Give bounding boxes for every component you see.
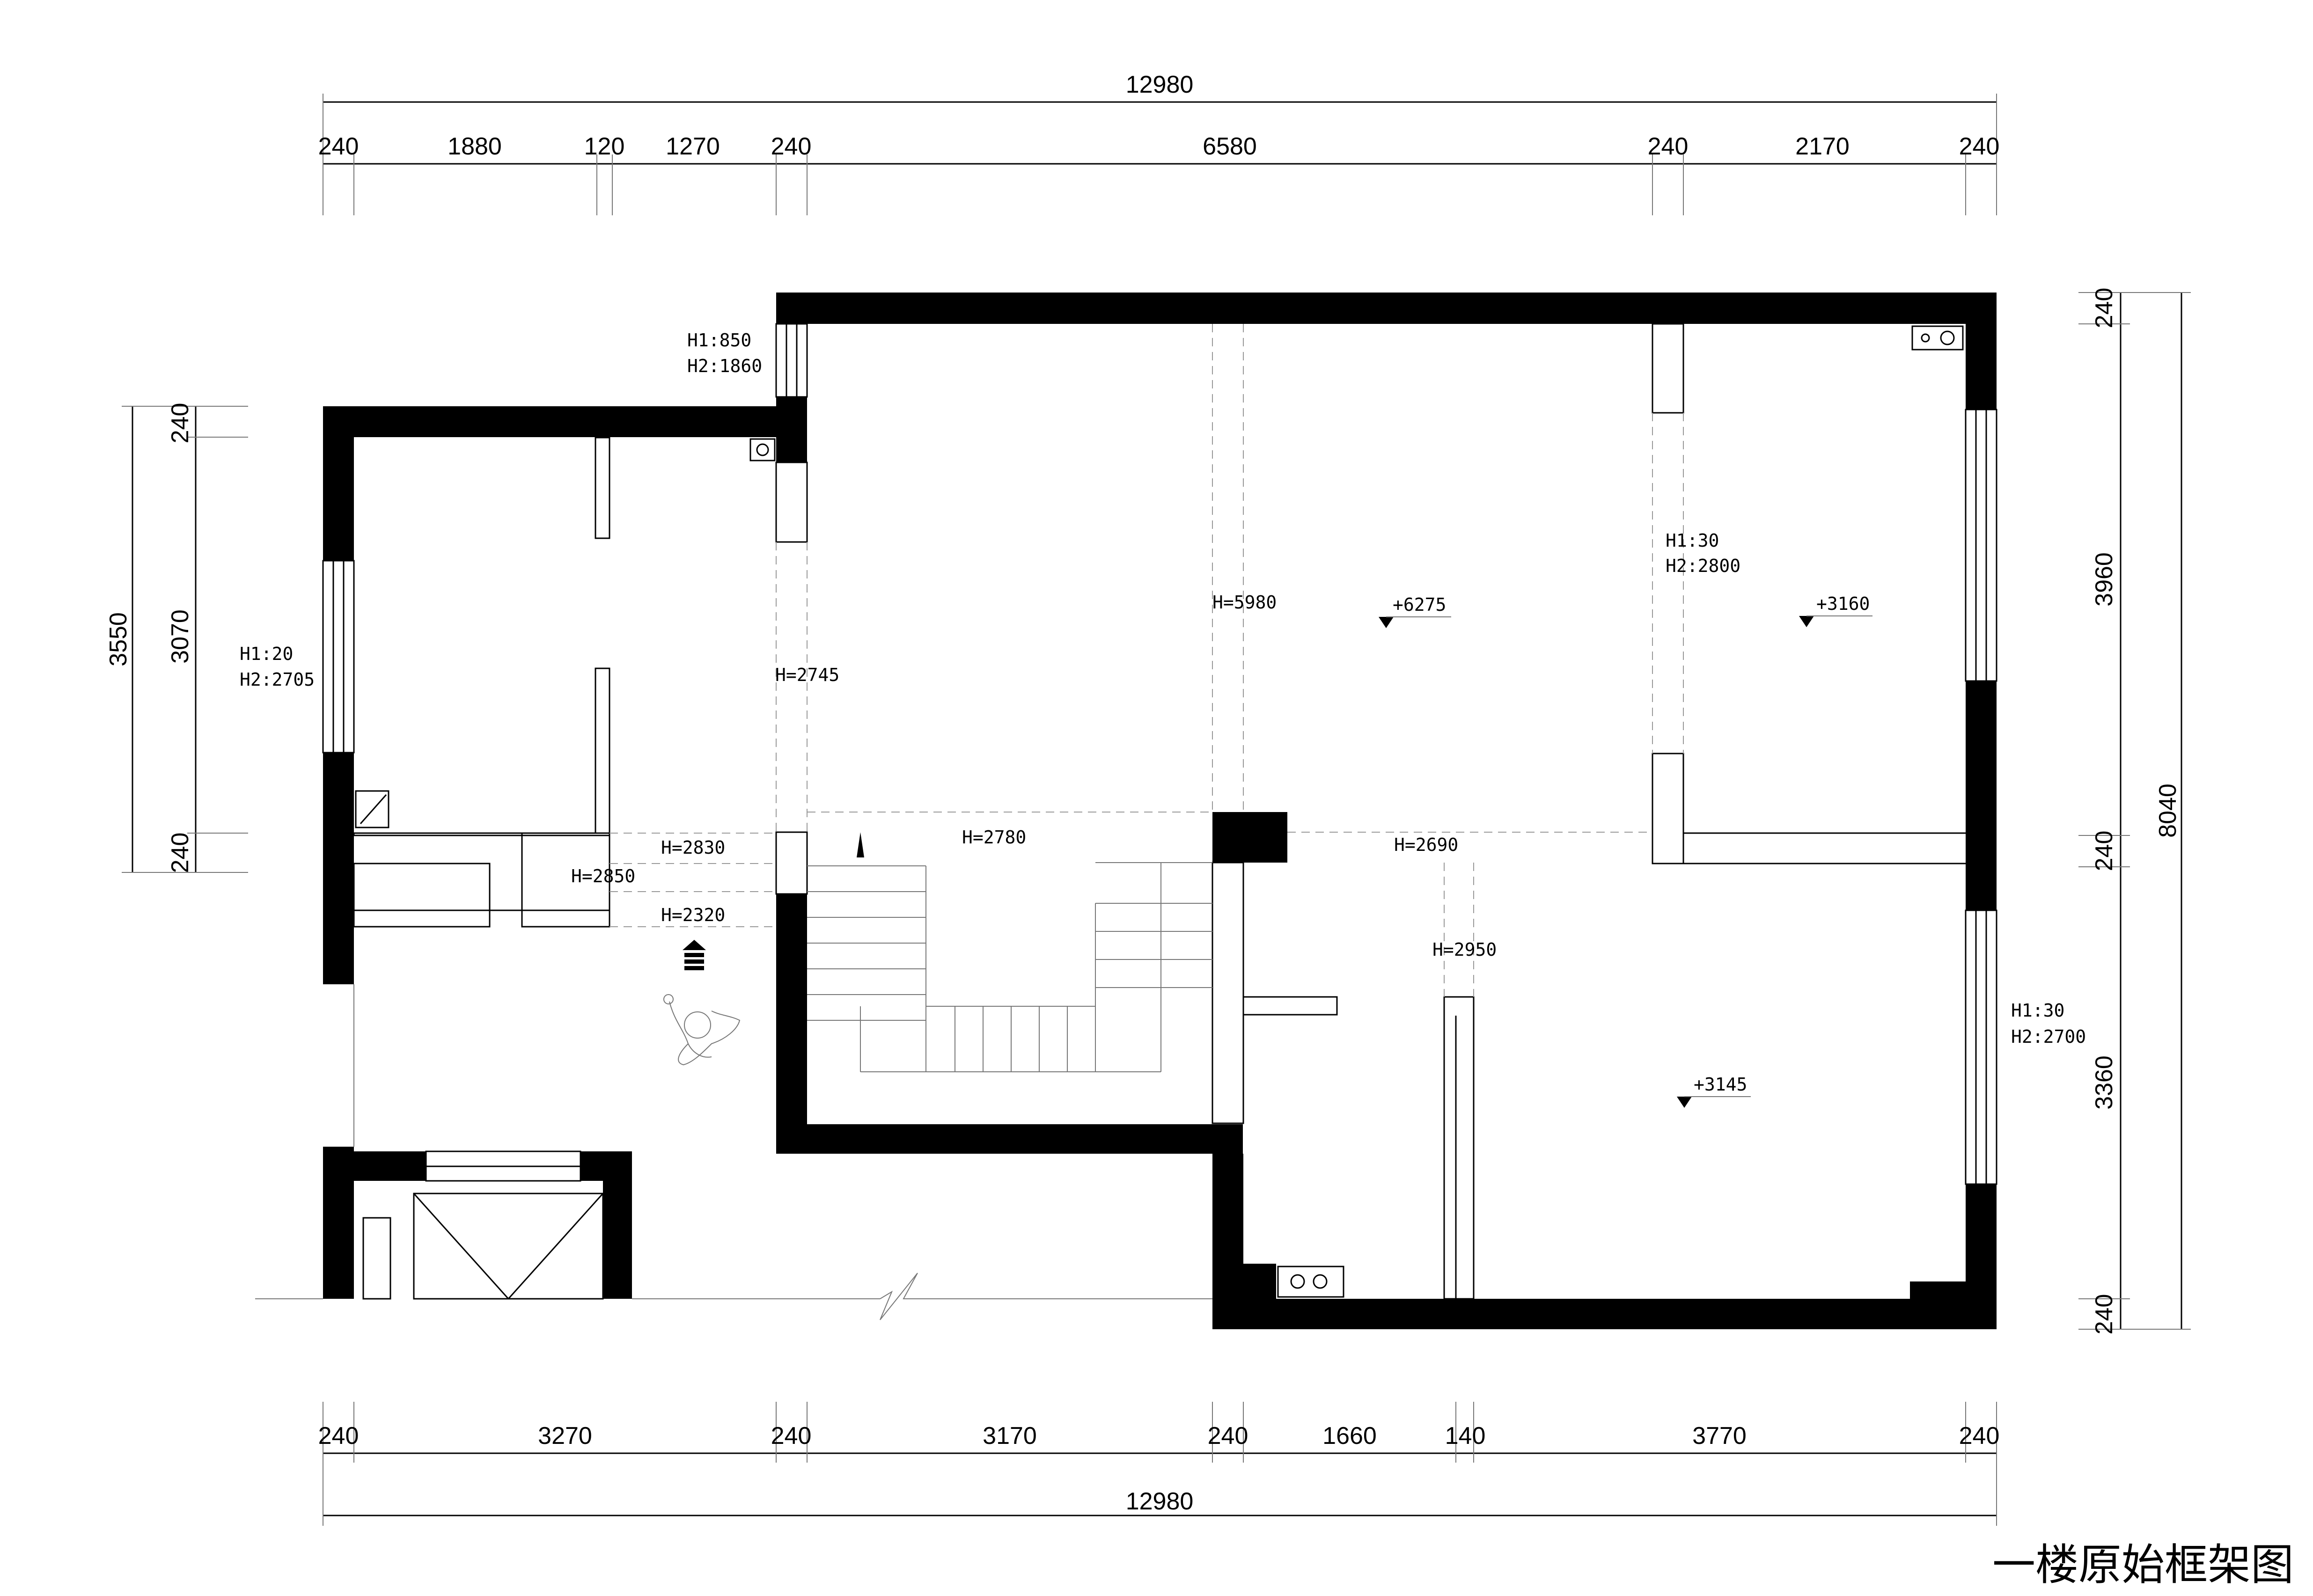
beam-height-label: H=2780 [962, 827, 1026, 848]
dim-bottom-total: 12980 [1126, 1488, 1194, 1515]
dim-bottom-seg: 240 [1208, 1422, 1248, 1450]
stair-direction-icon [857, 832, 864, 857]
drawing-title: 一楼原始框架图 [1992, 1540, 2294, 1590]
dim-bottom-seg: 3770 [1692, 1422, 1747, 1450]
dim-left-outer: 3550 [105, 612, 132, 666]
dim-top-seg: 1270 [666, 133, 720, 160]
window-left [322, 560, 355, 754]
drain-icon [749, 438, 776, 461]
dim-bottom-seg: 1660 [1322, 1422, 1377, 1450]
window-right-lower [1965, 909, 1997, 1185]
dim-bottom-seg: 240 [1959, 1422, 2000, 1450]
elevation-marker-icon [1379, 617, 1394, 628]
fixtures [663, 325, 1964, 1298]
elevation-label: +3160 [1816, 593, 1870, 614]
person-figure-icon [663, 994, 741, 1066]
walls [323, 293, 1997, 1329]
entrance-arrow-icon [683, 940, 706, 970]
window-note: H1:850 [687, 330, 751, 351]
window-note: H2:2800 [1666, 556, 1740, 576]
dim-right-inner: 3360 [2091, 1055, 2118, 1110]
bottom-dimension-chain: 240 3270 240 3170 240 1660 140 3770 240 … [318, 1402, 2000, 1526]
dim-right-inner: 240 [2091, 831, 2118, 871]
beam-height-label: H=2830 [661, 837, 725, 858]
dim-top-seg: 120 [584, 133, 625, 160]
dim-top-seg: 240 [1648, 133, 1689, 160]
right-dimension-chain: 240 3960 240 3360 240 8040 [2078, 288, 2191, 1335]
dim-right-outer: 8040 [2154, 783, 2181, 838]
beam-lines [255, 324, 1684, 1320]
dim-top-seg: 6580 [1203, 133, 1257, 160]
window-note: H1:20 [240, 644, 293, 664]
dim-right-inner: 240 [2091, 288, 2118, 329]
dim-bottom-seg: 140 [1445, 1422, 1486, 1450]
window-note: H2:2705 [240, 669, 315, 690]
dim-right-inner: 240 [2091, 1294, 2118, 1335]
dim-bottom-seg: 3270 [538, 1422, 592, 1450]
window-note: H2:1860 [687, 356, 762, 376]
dim-bottom-seg: 3170 [983, 1422, 1037, 1450]
dim-left-inner: 240 [167, 403, 194, 444]
window-note: H1:30 [2011, 1000, 2064, 1021]
beam-height-label: H=2745 [775, 665, 839, 685]
beam-height-label: H=2690 [1394, 835, 1458, 855]
beam-height-label: H=2850 [571, 866, 635, 886]
elevation-label: +3145 [1694, 1074, 1747, 1095]
dim-left-inner: 240 [167, 833, 194, 873]
beam-height-label: H=2950 [1432, 939, 1497, 960]
drain-icon [1277, 1266, 1344, 1298]
left-dimension-chain: 3550 240 3070 240 [105, 403, 248, 873]
top-dimension-chain: 12980 240 1880 120 1270 240 6580 240 217… [318, 71, 2000, 215]
dim-right-inner: 3960 [2091, 552, 2118, 607]
dim-left-inner: 3070 [167, 609, 194, 664]
staircase [807, 832, 1212, 1072]
window-right-upper [1965, 409, 1997, 682]
dim-top-total: 12980 [1126, 71, 1194, 98]
beam-height-label: H=5980 [1212, 592, 1277, 613]
dim-top-seg: 240 [1959, 133, 2000, 160]
windows [322, 323, 1997, 1185]
drain-icon [1911, 325, 1964, 351]
window-top [775, 323, 808, 398]
partitions [353, 323, 1966, 1300]
dim-bottom-seg: 240 [771, 1422, 812, 1450]
beam-height-label: H=2320 [661, 905, 725, 925]
elevation-label: +6275 [1393, 594, 1446, 615]
dim-bottom-seg: 240 [318, 1422, 359, 1450]
window-note: H2:2700 [2011, 1026, 2086, 1047]
dim-top-seg: 240 [318, 133, 359, 160]
dim-top-seg: 240 [771, 133, 812, 160]
dim-top-seg: 1880 [448, 133, 502, 160]
elevation-marker-icon [1799, 616, 1814, 627]
elevation-markers: +6275 +3160 +3145 [1379, 593, 1872, 1108]
dim-top-seg: 2170 [1795, 133, 1850, 160]
elevation-marker-icon [1677, 1097, 1692, 1108]
annotations: H1:850 H2:1860 H1:20 H2:2705 H1:30 H2:28… [240, 330, 2086, 1047]
window-note: H1:30 [1666, 530, 1719, 551]
